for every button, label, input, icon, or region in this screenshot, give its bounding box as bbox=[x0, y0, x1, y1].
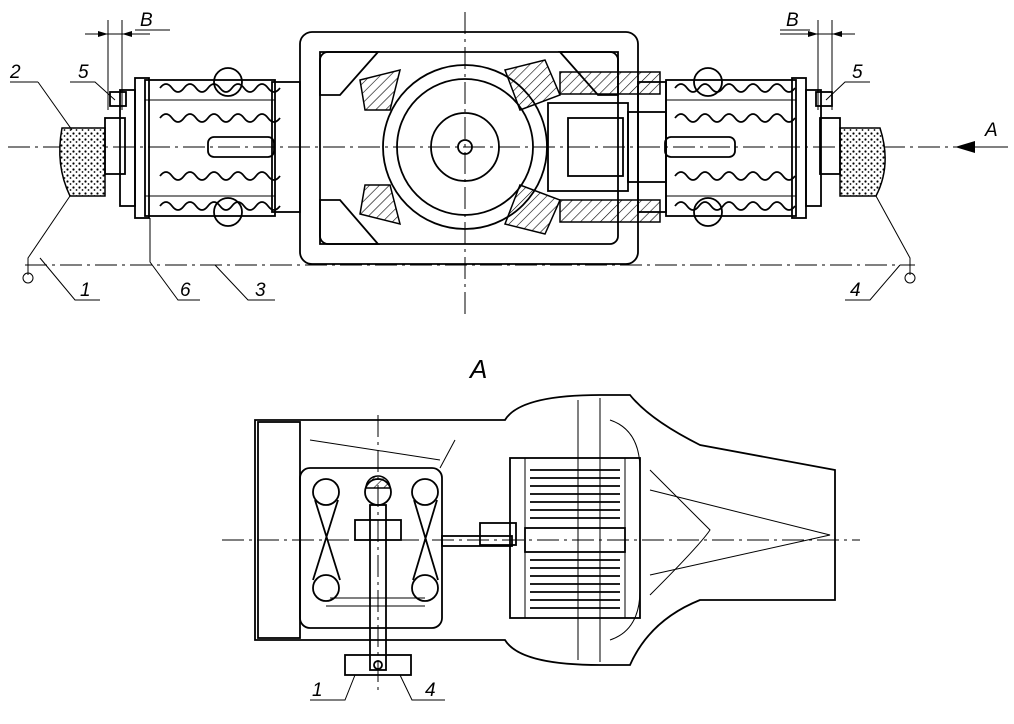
callout-3: 3 bbox=[214, 264, 275, 301]
dimension-label-right: B bbox=[786, 10, 799, 31]
callout-6: 6 bbox=[149, 218, 200, 301]
left-leader-wire bbox=[27, 195, 71, 275]
view-a-callout-4: 4 bbox=[399, 674, 445, 701]
svg-text:1: 1 bbox=[312, 680, 323, 701]
svg-text:2: 2 bbox=[9, 62, 21, 83]
left-spring-lower bbox=[159, 171, 281, 211]
view-arrow-a: A bbox=[955, 120, 1008, 153]
view-a-springs bbox=[509, 457, 641, 619]
right-spring-upper bbox=[674, 83, 796, 123]
left-spring-upper bbox=[159, 83, 281, 123]
svg-text:5: 5 bbox=[852, 62, 863, 83]
right-brake-pad bbox=[819, 117, 886, 197]
view-arrow-label: A bbox=[984, 120, 998, 141]
right-spring-assembly bbox=[664, 67, 822, 227]
callout-5-left: 5 bbox=[70, 62, 116, 101]
right-spring-lower bbox=[674, 171, 796, 211]
left-brake-pad bbox=[59, 117, 126, 197]
svg-text:3: 3 bbox=[255, 280, 266, 301]
svg-text:1: 1 bbox=[80, 280, 91, 301]
svg-text:4: 4 bbox=[425, 680, 436, 701]
callout-5-right: 5 bbox=[825, 62, 870, 101]
right-bolt bbox=[815, 91, 833, 107]
lower-coil bbox=[530, 559, 620, 609]
left-spring-assembly bbox=[119, 67, 281, 227]
dimension-label-left: B bbox=[140, 10, 153, 31]
pulley-plate bbox=[299, 467, 443, 629]
adjustment-lever bbox=[330, 504, 425, 676]
left-bolt bbox=[109, 91, 127, 107]
view-a-title: A bbox=[468, 354, 487, 384]
frame-outline bbox=[254, 394, 836, 666]
cable-loops bbox=[312, 499, 439, 607]
central-housing bbox=[271, 31, 667, 265]
dimension-b-left: B bbox=[85, 10, 170, 110]
callout-1-top: 1 bbox=[39, 257, 100, 301]
upper-coil bbox=[530, 469, 620, 519]
svg-text:5: 5 bbox=[78, 62, 89, 83]
pulleys bbox=[312, 475, 439, 602]
view-a: A bbox=[222, 354, 860, 701]
svg-text:6: 6 bbox=[180, 280, 191, 301]
callout-2: 2 bbox=[9, 62, 73, 131]
view-a-callout-1: 1 bbox=[310, 674, 356, 701]
callout-4-top: 4 bbox=[845, 264, 901, 301]
pull-rod bbox=[441, 535, 513, 547]
top-view: B B A 2 5 bbox=[8, 10, 1008, 315]
right-leader-wire bbox=[875, 195, 911, 275]
svg-text:4: 4 bbox=[850, 280, 861, 301]
